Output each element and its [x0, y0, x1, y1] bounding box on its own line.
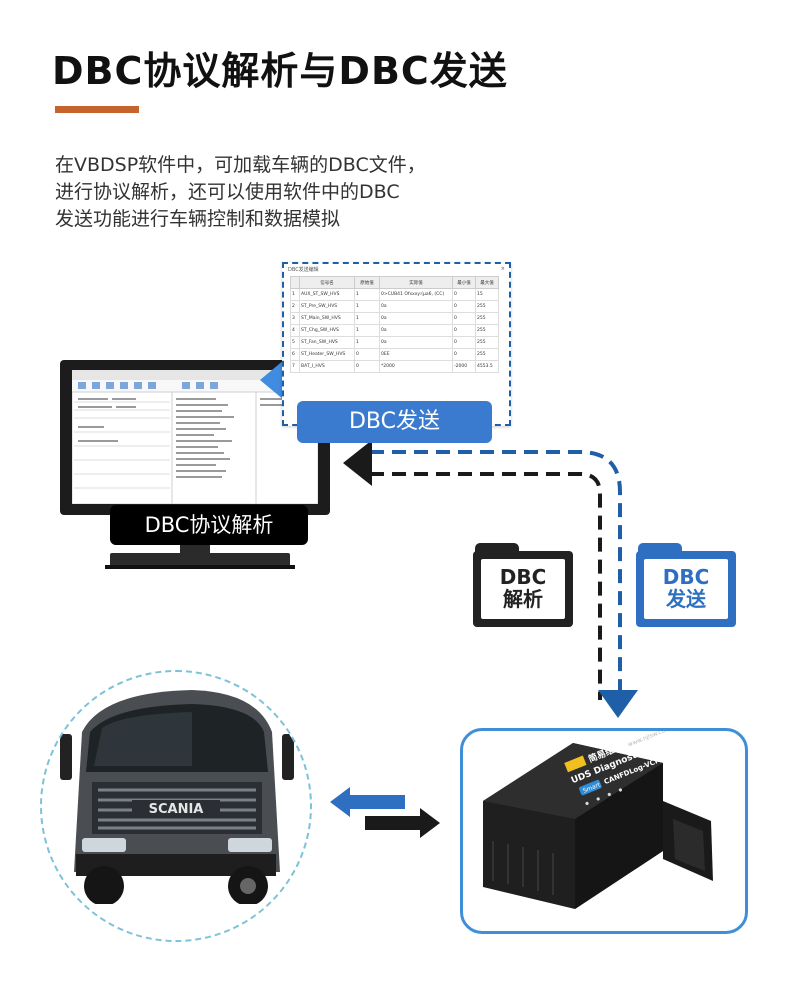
table-cell-raw[interactable]: 1: [354, 336, 380, 349]
dbc-window-title: DBC发送编辑: [288, 267, 319, 273]
dbc-parse-label: DBC协议解析: [110, 505, 308, 545]
description-line-1: 在VBDSP软件中，可加载车辆的DBC文件，: [55, 154, 426, 176]
header-signal-name: 信号名: [299, 276, 355, 289]
table-cell-min: 0: [452, 324, 476, 337]
vci-device-frame: 简易维 www.njlsw.com UDS Diagnostic Tools S…: [460, 725, 748, 934]
table-cell-name: ST_Pre_SW_HVS: [299, 300, 355, 313]
arrow-into-monitor: [343, 440, 372, 486]
description-line-3: 发送功能进行车辆控制和数据模拟: [55, 208, 341, 230]
software-screenshot: [72, 370, 318, 504]
monitor-stand-foot: [105, 565, 295, 569]
table-cell-max: 255: [475, 348, 499, 361]
folder-send-line1: DBC: [662, 565, 710, 589]
close-icon[interactable]: ×: [500, 266, 505, 272]
table-cell-min: 0: [452, 336, 476, 349]
table-cell-n: 5: [290, 336, 300, 349]
page-title: DBC协议解析与DBC发送: [52, 49, 508, 93]
table-cell-n: 2: [290, 300, 300, 313]
table-cell-n: 3: [290, 312, 300, 325]
table-cell-name: ST_Chg_SW_HVS: [299, 324, 355, 337]
table-cell-max: 255: [475, 300, 499, 313]
table-cell-name: ST_Main_SW_HVS: [299, 312, 355, 325]
table-cell-max: 15: [475, 288, 499, 301]
table-cell-val[interactable]: 0a: [379, 312, 453, 325]
table-cell-raw[interactable]: 1: [354, 300, 380, 313]
table-cell-val[interactable]: 0a: [379, 324, 453, 337]
table-cell-min: 0: [452, 348, 476, 361]
arrow-into-device: [598, 690, 638, 718]
table-cell-min: 0: [452, 300, 476, 313]
header-min: 最小值: [452, 276, 476, 289]
arrow-right-dark: [365, 808, 440, 838]
table-cell-val[interactable]: 0>CUB41 Ofxxxy:(µa6, (CC): [379, 288, 453, 301]
table-cell-val[interactable]: 0a: [379, 300, 453, 313]
header-max: 最大值: [475, 276, 499, 289]
table-cell-max: 255: [475, 336, 499, 349]
folder-parse-line1: DBC: [499, 565, 547, 589]
table-cell-max: 255: [475, 312, 499, 325]
truck-image-frame: SCANIA: [40, 670, 312, 942]
table-cell-name: AUX_ST_SW_HVS: [299, 288, 355, 301]
table-cell-val[interactable]: 0EE: [379, 348, 453, 361]
folder-parse-line2: 解析: [503, 587, 543, 611]
table-cell-min: 0: [452, 288, 476, 301]
dashed-connector-outer: [370, 450, 622, 700]
table-cell-raw[interactable]: 1: [354, 312, 380, 325]
monitor-stand-base: [110, 553, 290, 567]
table-cell-raw[interactable]: 0: [354, 348, 380, 361]
table-cell-raw[interactable]: 1: [354, 324, 380, 337]
table-cell-max: 255: [475, 324, 499, 337]
truck-image: SCANIA: [42, 690, 310, 940]
table-cell-max: 4553.5: [475, 360, 499, 373]
dbc-send-label: DBC发送: [297, 401, 492, 443]
table-cell-min: -2000: [452, 360, 476, 373]
table-cell-raw[interactable]: 1: [354, 288, 380, 301]
table-cell-n: 1: [290, 288, 300, 301]
header-value: 实际值: [379, 276, 453, 289]
table-cell-n: 7: [290, 360, 300, 373]
description-line-2: 进行协议解析，还可以使用软件中的DBC: [55, 181, 400, 203]
callout-pointer: [260, 360, 284, 400]
header-raw: 原始值: [354, 276, 380, 289]
dashed-connector-inner: [370, 472, 602, 700]
table-cell-val[interactable]: 0a: [379, 336, 453, 349]
truck-brand-text: SCANIA: [149, 802, 204, 817]
table-cell-val[interactable]: *2000: [379, 360, 453, 373]
title-underline: [55, 106, 139, 113]
table-cell-n: 6: [290, 348, 300, 361]
table-cell-name: ST_Fan_SW_HVS: [299, 336, 355, 349]
table-cell-n: 4: [290, 324, 300, 337]
table-cell-name: ST_Heater_SW_HVS: [299, 348, 355, 361]
table-cell-raw[interactable]: 0: [354, 360, 380, 373]
folder-send-line2: 发送: [666, 587, 706, 611]
table-cell-min: 0: [452, 312, 476, 325]
dbc-window-titlebar: DBC发送编辑 ×: [284, 264, 509, 276]
software-screen: [72, 370, 318, 504]
vci-device-image: 简易维 www.njlsw.com UDS Diagnostic Tools S…: [483, 725, 713, 909]
arrow-left-blue: [330, 787, 405, 817]
table-cell-name: BAT_I_HVS: [299, 360, 355, 373]
